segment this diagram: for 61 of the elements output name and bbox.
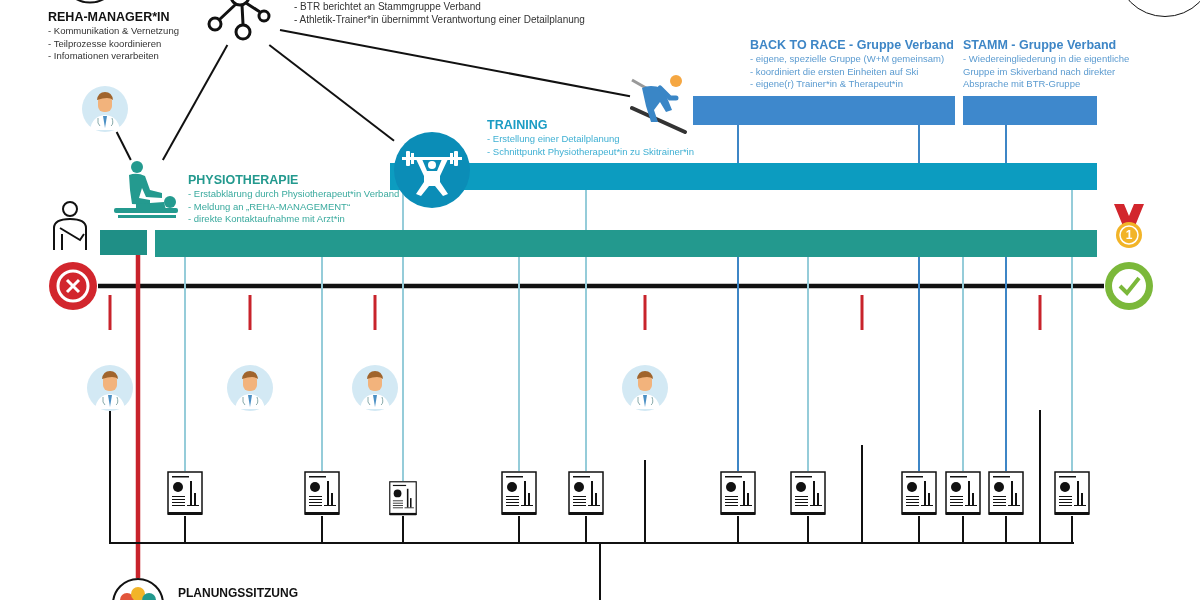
connector-line bbox=[135, 255, 141, 578]
connector-line bbox=[807, 515, 809, 543]
connector-line bbox=[1071, 189, 1073, 231]
bullet-text: - Wiedereingliederung in die eigentliche Gruppe im Skiverband nach direkter Absprache mit BTR-Gruppe bbox=[963, 53, 1131, 91]
note-text: - BTR berichtet an Stammgruppe Verband bbox=[294, 0, 482, 13]
medal-number: 1 bbox=[1125, 227, 1133, 243]
connector-line bbox=[585, 256, 587, 472]
connector-line bbox=[161, 44, 229, 161]
connector-line bbox=[268, 44, 395, 142]
connector-line bbox=[737, 515, 739, 543]
bullet-text: - Erstellung einer Detailplanung bbox=[487, 133, 621, 146]
connector-line bbox=[644, 459, 646, 543]
connector-line bbox=[1005, 256, 1007, 472]
connector-line bbox=[1071, 256, 1073, 472]
bullet-text: - eigene(r) Trainer*in & Therapeut*in bbox=[750, 78, 904, 91]
section-heading: REHA-MANAGER*IN bbox=[48, 10, 171, 25]
connector-line bbox=[861, 444, 863, 543]
connector-line bbox=[98, 283, 1104, 289]
connector-line bbox=[109, 410, 111, 543]
section-heading: TRAINING bbox=[487, 118, 549, 133]
connector-line bbox=[321, 256, 323, 472]
connector-line bbox=[918, 124, 920, 164]
bullet-text: - Erstabklärung durch Physiotherapeut*in Verband bbox=[188, 188, 401, 201]
connector-line bbox=[1005, 124, 1007, 164]
connector-line bbox=[807, 256, 809, 472]
section-heading: PLANUNGSSITZUNG bbox=[178, 585, 298, 600]
connector-line bbox=[599, 543, 601, 600]
bullet-text: - Schnittpunkt Physiotherapeut*in zu Skitrainer*in bbox=[487, 145, 695, 158]
connector-line bbox=[321, 515, 323, 543]
section-heading: PHYSIOTHERAPIE bbox=[188, 173, 300, 188]
connector-line bbox=[402, 515, 404, 543]
connector-line bbox=[1071, 515, 1073, 543]
bullet-text: - Infomationen verarbeiten bbox=[48, 50, 160, 63]
bullet-text: - Meldung an „REHA-MANAGEMENT“ bbox=[188, 200, 352, 213]
connector-line bbox=[918, 256, 920, 472]
connector-line bbox=[962, 515, 964, 543]
connector-line bbox=[115, 131, 132, 161]
connector-line bbox=[585, 515, 587, 543]
connector-line bbox=[184, 515, 186, 543]
section-heading: STAMM - Gruppe Verband bbox=[963, 38, 1118, 53]
bullet-text: - Kommunikation & Vernetzung bbox=[48, 25, 180, 38]
connector-line bbox=[737, 256, 739, 472]
connector-line bbox=[279, 29, 631, 98]
connector-line bbox=[918, 515, 920, 543]
connector-line bbox=[1039, 409, 1041, 543]
connector-line bbox=[962, 256, 964, 472]
connector-line bbox=[737, 124, 739, 164]
connector-line bbox=[402, 256, 404, 482]
bullet-text: - Teilprozesse koordinieren bbox=[48, 37, 163, 50]
section-heading: BACK TO RACE - Gruppe Verband bbox=[750, 38, 955, 53]
bus-line bbox=[109, 542, 1074, 544]
note-text: - Athletik-Trainer*in übernimmt Verantwortung einer Detailplanung bbox=[294, 13, 585, 26]
phase-bar bbox=[100, 230, 147, 255]
connector-line bbox=[184, 256, 186, 472]
bullet-text: - direkte Kontaktaufnahme mit Arzt*in bbox=[188, 213, 346, 226]
connector-line bbox=[518, 515, 520, 543]
connector-line bbox=[518, 256, 520, 472]
bullet-text: - koordiniert die ersten Einheiten auf Ski bbox=[750, 65, 920, 78]
connector-line bbox=[1005, 515, 1007, 543]
connector-line bbox=[585, 189, 587, 231]
bullet-text: - eigene, spezielle Gruppe (W+M gemeinsam) bbox=[750, 53, 946, 66]
